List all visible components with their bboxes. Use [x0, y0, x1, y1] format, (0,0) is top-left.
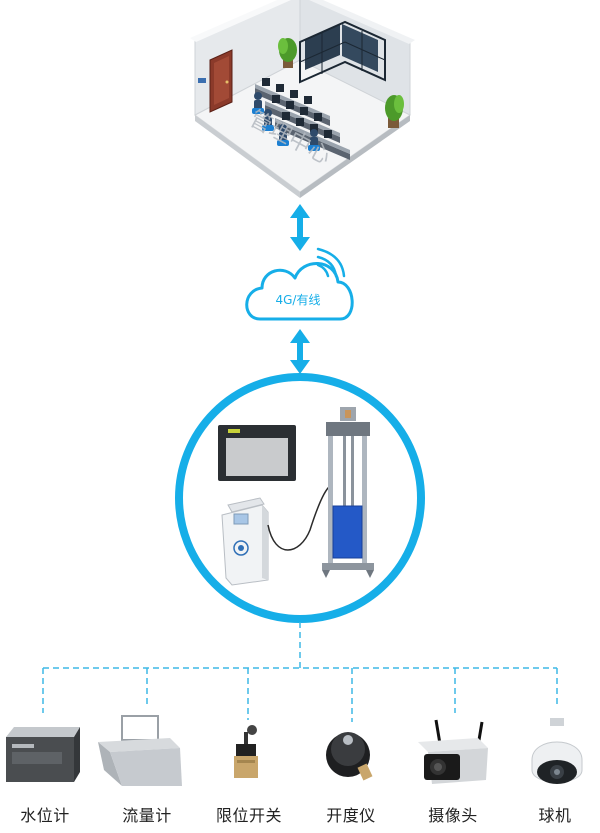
- controller-ring: [175, 373, 425, 623]
- sluice-gate: [322, 407, 374, 578]
- hmi-touchscreen: [218, 425, 296, 481]
- device-label-opening-meter: 开度仪: [326, 806, 376, 825]
- distribution-bus: [42, 622, 558, 722]
- control-room-illustration: [190, 0, 415, 198]
- camera-icon: [418, 719, 488, 784]
- cloud-icon: [245, 262, 354, 321]
- bidirectional-arrow-icon: [290, 204, 310, 251]
- opening-meter-icon: [326, 732, 373, 781]
- plant-icon: [278, 38, 297, 68]
- cloud-label: 4G/有线: [276, 293, 321, 307]
- device-label-camera: 摄像头: [428, 806, 478, 825]
- wireless-signal-icon: [316, 247, 346, 278]
- device-label-dome-camera: 球机: [538, 806, 572, 825]
- device-label-limit-switch: 限位开关: [215, 806, 282, 825]
- dome-camera-icon: [531, 718, 583, 784]
- control-cabinet: [221, 497, 269, 586]
- water-level-meter-icon: [6, 727, 80, 782]
- device-label-flow-meter: 流量计: [122, 806, 172, 825]
- flow-meter-icon: [98, 715, 182, 786]
- device-label-water-level: 水位计: [20, 806, 70, 825]
- limit-switch-icon: [234, 725, 258, 778]
- plant-icon: [385, 95, 404, 128]
- bidirectional-arrow-icon: [290, 329, 310, 374]
- connection-cable: [267, 485, 331, 551]
